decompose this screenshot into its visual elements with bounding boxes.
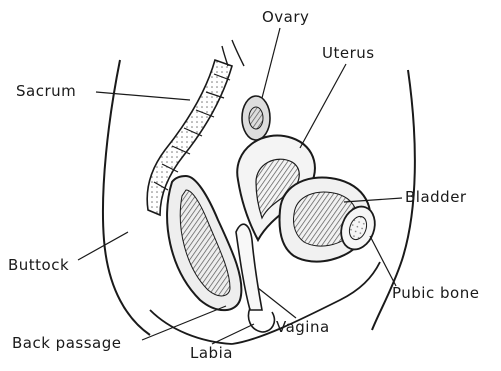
label-bladder: Bladder — [405, 190, 467, 205]
spine-top — [222, 40, 244, 66]
leader-sacrum — [96, 92, 190, 100]
leader-vagina — [258, 288, 296, 318]
leader-ovary — [262, 28, 280, 98]
label-vagina: Vagina — [276, 320, 330, 335]
labia-shape — [249, 308, 275, 332]
label-sacrum: Sacrum — [16, 84, 76, 99]
label-ovary: Ovary — [262, 10, 309, 25]
leader-uterus — [300, 64, 346, 148]
leader-back — [142, 306, 226, 340]
label-labia: Labia — [190, 346, 233, 361]
label-uterus: Uterus — [322, 46, 375, 61]
label-buttock: Buttock — [8, 258, 69, 273]
label-pubic-bone: Pubic bone — [392, 286, 479, 301]
back-outline — [103, 60, 150, 335]
buttock-crease — [150, 310, 232, 344]
label-back-passage: Back passage — [12, 336, 121, 351]
leader-pubic — [370, 236, 396, 286]
